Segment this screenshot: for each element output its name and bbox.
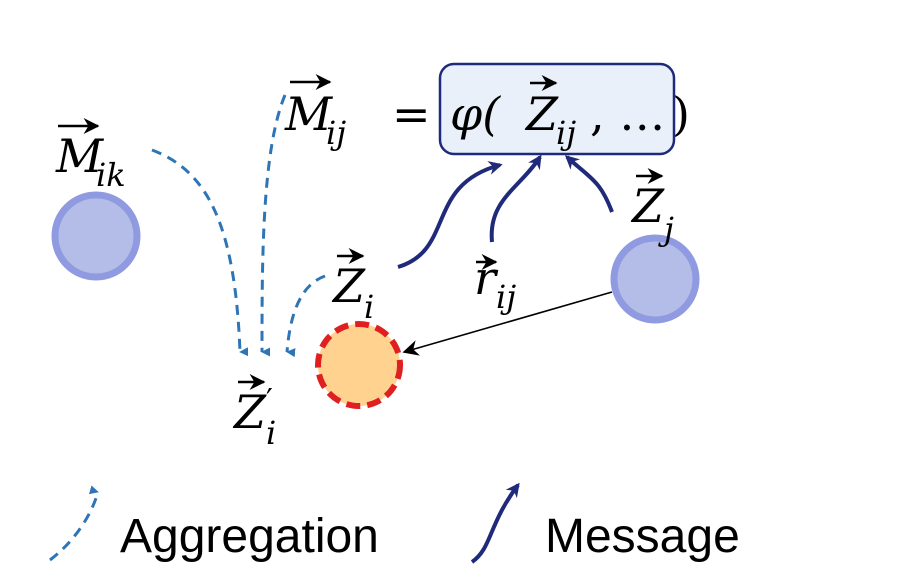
svg-text:M: M	[284, 87, 334, 141]
message-arrow-from-r-ij	[489, 154, 542, 243]
label-m-ij-equation: M ij = φ( Z ij , … )	[284, 74, 690, 152]
aggregation-arrow-from-z-i	[285, 274, 326, 358]
legend-aggregation-label: Aggregation	[120, 510, 379, 563]
svg-text:i: i	[266, 414, 276, 452]
svg-text:ij: ij	[496, 278, 516, 316]
svg-text:i: i	[364, 288, 374, 326]
svg-text:, …: , …	[590, 87, 665, 141]
svg-text:Z: Z	[524, 87, 559, 141]
legend-message-swatch	[470, 482, 520, 564]
svg-text:ij: ij	[326, 114, 346, 152]
svg-text:Z: Z	[630, 179, 665, 233]
node-i-updated	[315, 321, 403, 409]
svg-text:ik: ik	[96, 156, 126, 194]
aggregation-arrow-from-m-ij	[260, 94, 287, 357]
legend-message-label: Message	[545, 510, 740, 563]
svg-text:Z: Z	[232, 385, 267, 439]
aggregation-arrow-from-m-ik	[151, 148, 249, 357]
svg-text:ij: ij	[556, 114, 576, 152]
message-arrow-from-z-j	[564, 155, 614, 213]
svg-text:′: ′	[266, 383, 273, 418]
label-r-ij: r ij	[474, 251, 516, 316]
label-z-j: Z j	[630, 168, 674, 248]
legend: Aggregation Message	[49, 482, 740, 564]
svg-text:φ(: φ(	[450, 87, 501, 141]
svg-text:): )	[672, 87, 690, 141]
legend-aggregation-swatch	[49, 485, 100, 562]
displacement-arrow	[402, 291, 613, 356]
svg-text:Z: Z	[331, 259, 366, 313]
label-z-i: Z i	[331, 248, 374, 326]
svg-text:M: M	[55, 129, 105, 183]
node-k	[51, 191, 141, 281]
phi-function-box	[438, 62, 676, 156]
message-arrow-from-z-i	[397, 161, 503, 269]
label-z-i-prime: Z i ′	[232, 374, 276, 452]
label-m-ik: M ik	[55, 118, 126, 194]
svg-text:=: =	[392, 87, 431, 141]
node-j	[610, 234, 700, 324]
